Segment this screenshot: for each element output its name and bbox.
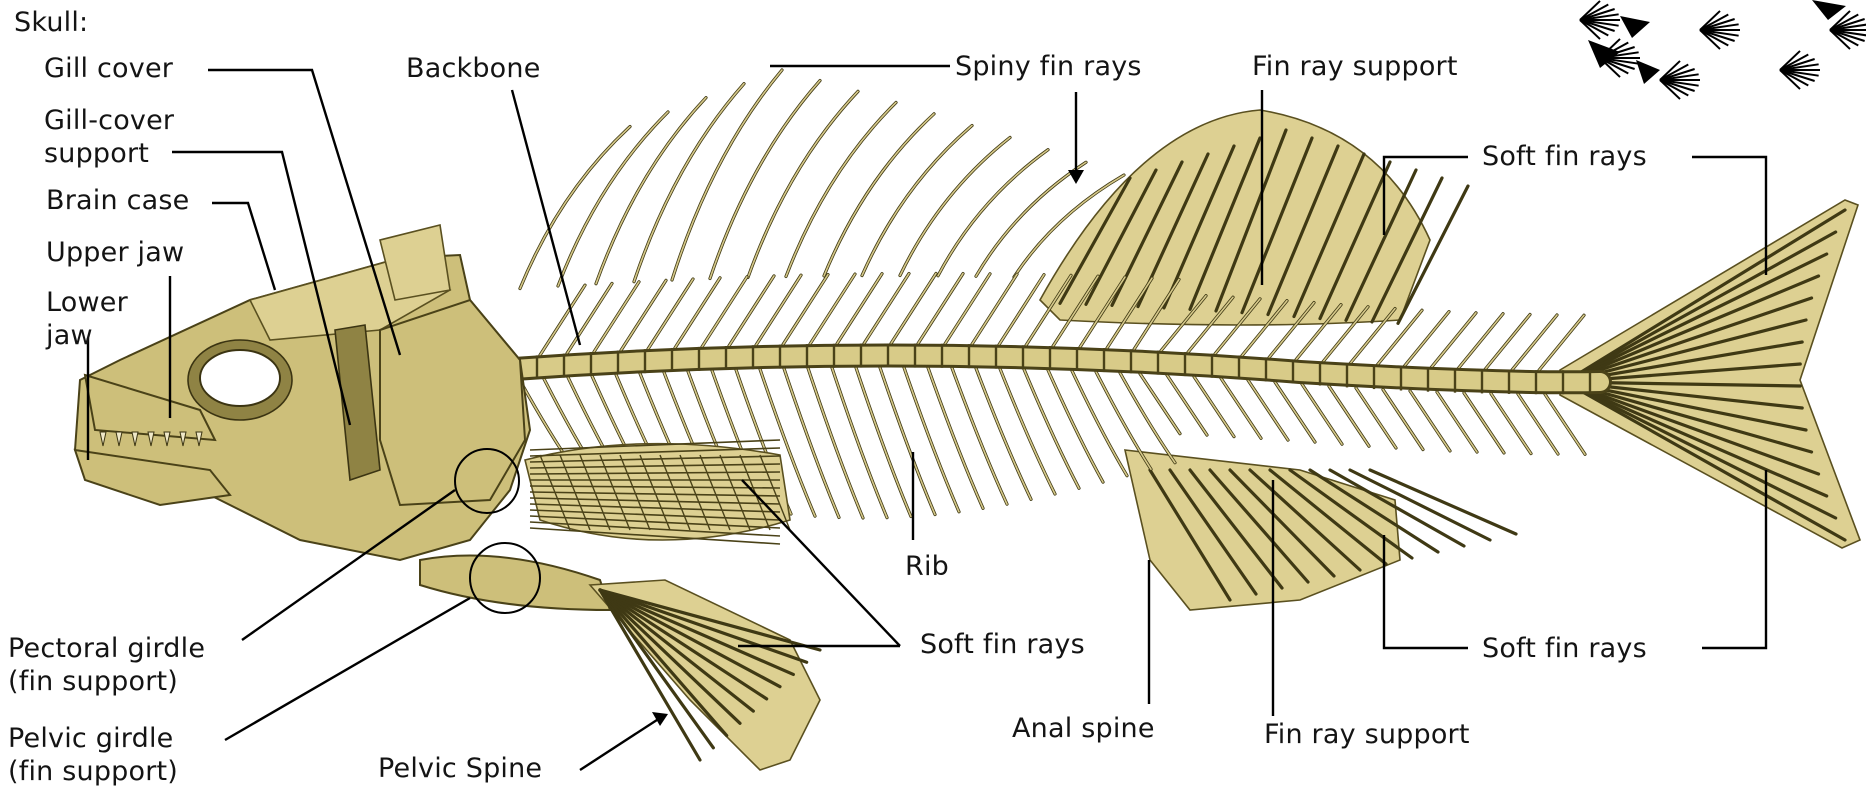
label-spiny-fin-rays: Spiny fin rays (955, 50, 1142, 83)
spiny-arrow-head (1068, 170, 1084, 184)
leader-pelvic-girdle (225, 598, 470, 740)
spiny-ray (520, 127, 630, 289)
spiny-ray-highlight (824, 114, 934, 276)
label-fin-ray-support-top: Fin ray support (1252, 50, 1458, 83)
spiny-dorsal-fin (520, 70, 1124, 289)
leader-brain-case (212, 203, 275, 290)
spiny-ray-highlight (786, 102, 896, 276)
neural-spine-highlight (1512, 315, 1557, 370)
pelvic-spine-arrow-head (652, 712, 668, 726)
haemal-spine-highlight (1275, 382, 1315, 442)
soft-dorsal-membrane (1040, 110, 1430, 325)
haemal-spine-highlight (1248, 380, 1288, 440)
neural-spine-highlight (702, 277, 747, 347)
spiny-ray-highlight (900, 138, 1010, 276)
neural-spine-highlight (1458, 314, 1503, 369)
spiny-ray-highlight (634, 84, 744, 282)
haemal-spine-highlight (1221, 378, 1261, 438)
backbone-vertebrae (500, 343, 1600, 394)
neural-spine-highlight (1404, 312, 1449, 367)
pectoral-fin (525, 440, 790, 544)
label-lower-jaw: Lower jaw (46, 286, 128, 352)
neural-spine-highlight (594, 282, 639, 352)
label-rib: Rib (905, 550, 949, 583)
spiny-ray-highlight (710, 81, 820, 279)
label-brain-case: Brain case (46, 184, 189, 217)
neural-spine-highlight (1431, 313, 1476, 368)
skull (75, 225, 530, 560)
haemal-spine-highlight (1140, 374, 1180, 434)
spiny-ray (900, 138, 1010, 276)
spiny-ray-highlight (938, 150, 1048, 276)
haemal-spine-highlight (1302, 384, 1342, 444)
haemal-spine-highlight (1329, 386, 1369, 446)
spiny-ray-highlight (596, 98, 706, 284)
spiny-ray-highlight (862, 126, 972, 276)
haemal-spine-highlight (1194, 377, 1234, 437)
spiny-ray (862, 126, 972, 276)
spiny-ray (596, 98, 706, 284)
spiny-ray-highlight (748, 91, 858, 277)
spiny-ray (558, 112, 668, 286)
neural-spine-highlight (837, 274, 882, 344)
haemal-spine-highlight (1167, 375, 1207, 435)
label-soft-fin-rays-mid: Soft fin rays (920, 628, 1085, 661)
spiny-ray (672, 70, 782, 280)
label-anal-spine: Anal spine (1012, 712, 1155, 745)
spiny-ray (710, 81, 820, 279)
leader-backbone (512, 90, 580, 345)
spiny-ray-highlight (672, 70, 782, 280)
neural-spine-highlight (945, 274, 990, 344)
spiny-ray-highlight (520, 127, 630, 289)
label-skull: Skull: (14, 6, 88, 39)
neural-spine-highlight (999, 275, 1044, 345)
spiny-ray (634, 84, 744, 282)
neural-spine-highlight (864, 274, 909, 344)
neural-spine-highlight (621, 280, 666, 350)
label-pectoral-girdle: Pectoral girdle (fin support) (8, 632, 205, 698)
spiny-ray (786, 102, 896, 276)
neural-spine-highlight (918, 274, 963, 344)
soft-dorsal-fin (1040, 110, 1468, 325)
label-soft-fin-rays-top: Soft fin rays (1482, 140, 1647, 173)
leader-soft-fin-rays-mid-2 (742, 480, 900, 646)
label-upper-jaw: Upper jaw (46, 236, 184, 269)
spiny-ray-highlight (558, 112, 668, 286)
leader-pelvic-spine (580, 718, 660, 770)
haemal-spine-highlight (1356, 388, 1396, 448)
label-fin-ray-support-bottom: Fin ray support (1264, 718, 1470, 751)
neural-spine-highlight (972, 274, 1017, 344)
pelvic-fin (420, 556, 820, 771)
neural-spine-highlight (1485, 314, 1530, 369)
label-soft-fin-rays-bottom: Soft fin rays (1482, 632, 1647, 665)
spiny-ray (824, 114, 934, 276)
label-backbone: Backbone (406, 52, 541, 85)
neural-spine-highlight (648, 279, 693, 349)
label-pelvic-girdle: Pelvic girdle (fin support) (8, 722, 178, 788)
neural-spine-highlight (891, 273, 936, 343)
neural-spine-highlight (756, 275, 801, 345)
label-pelvic-spine: Pelvic Spine (378, 752, 542, 785)
neural-spine-highlight (540, 285, 585, 355)
anal-fin (1125, 450, 1516, 610)
neural-spine-highlight (783, 275, 828, 345)
neural-spine-highlight (729, 276, 774, 346)
neural-spine-highlight (810, 274, 855, 344)
spiny-ray (748, 91, 858, 277)
spiny-ray (938, 150, 1048, 276)
label-gill-cover: Gill cover (44, 52, 173, 85)
fish-skeleton-pattern-icon (1528, 0, 1866, 99)
label-gill-cover-support: Gill-cover support (44, 104, 174, 170)
neural-spine-highlight (675, 278, 720, 348)
